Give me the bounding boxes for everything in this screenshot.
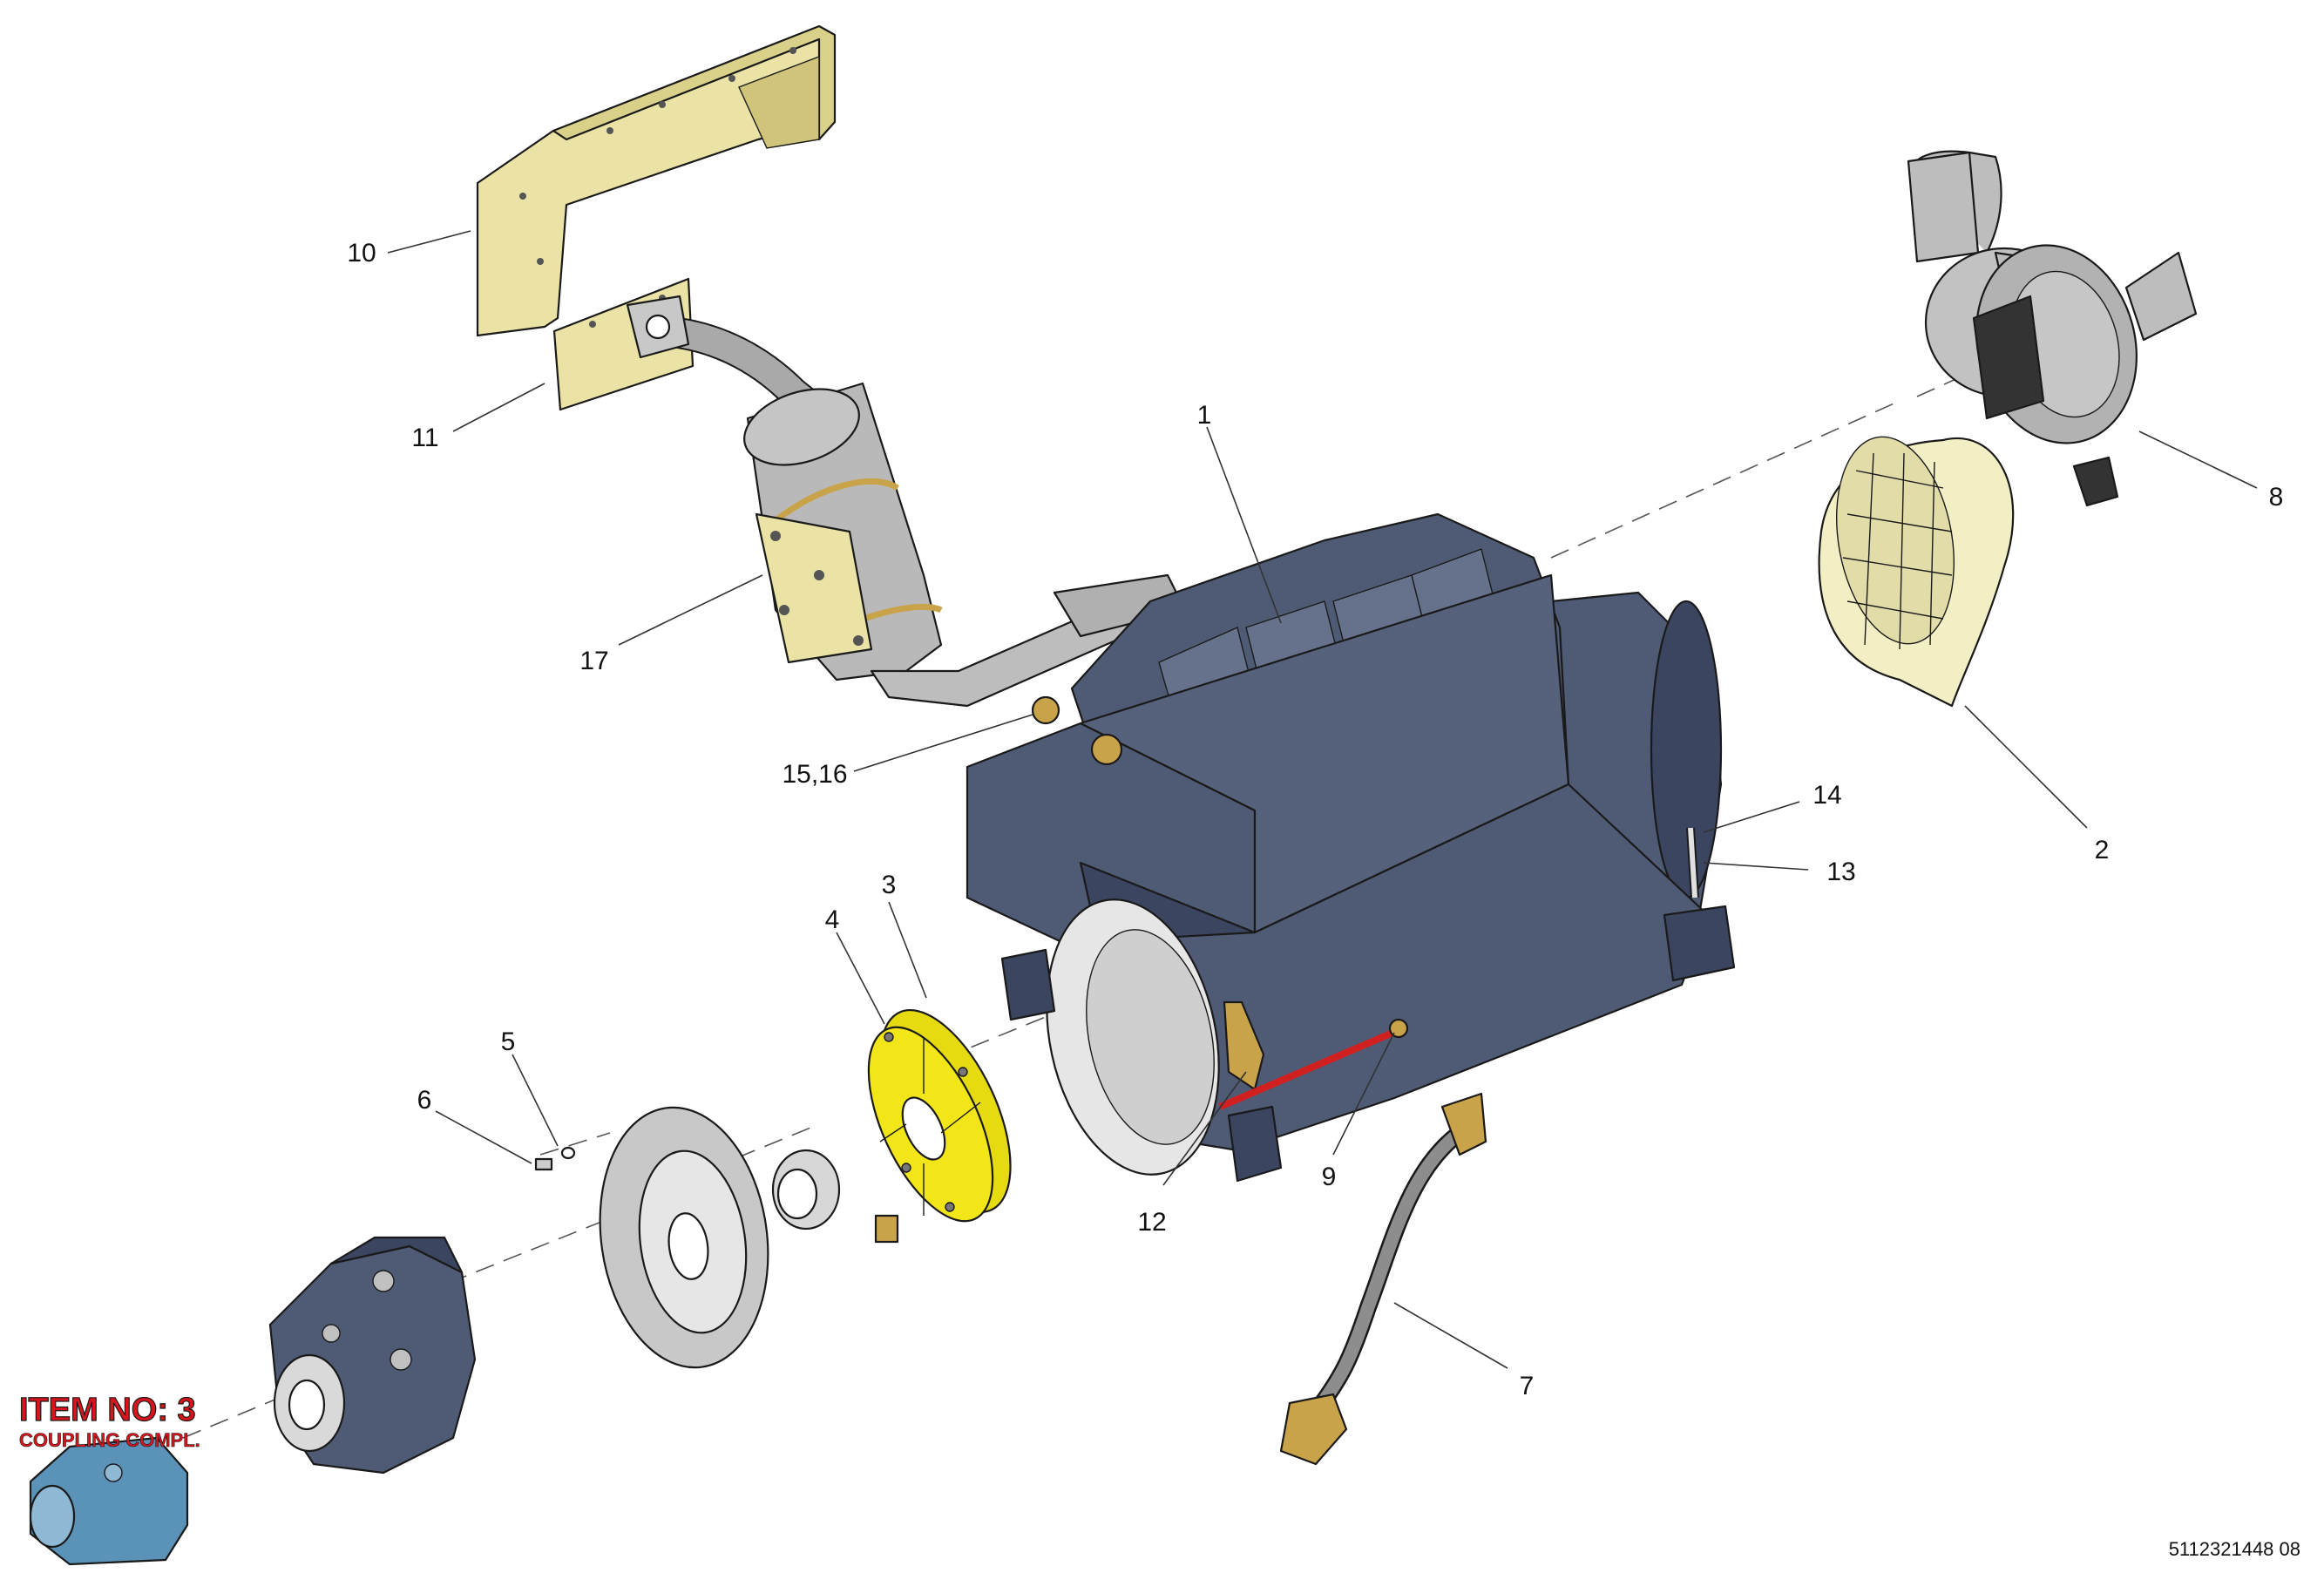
callout-4: 4 bbox=[825, 905, 840, 934]
callout-8: 8 bbox=[2269, 483, 2284, 512]
callout-5: 5 bbox=[501, 1027, 516, 1056]
callout-2: 2 bbox=[2095, 836, 2110, 864]
callout-13: 13 bbox=[1826, 858, 1855, 886]
callout-12: 12 bbox=[1137, 1208, 1166, 1237]
callout-10: 10 bbox=[347, 239, 376, 268]
drawing-number: 5112321448 08 bbox=[2169, 1538, 2300, 1560]
callout-7: 7 bbox=[1520, 1372, 1535, 1400]
engine-block[interactable] bbox=[966, 512, 1736, 1190]
item-badge-subtitle: COUPLING COMPL. bbox=[19, 1429, 200, 1451]
hose-line[interactable] bbox=[1279, 1092, 1487, 1466]
callout-3: 3 bbox=[882, 871, 897, 899]
callout-9: 9 bbox=[1322, 1163, 1337, 1191]
air-filter[interactable] bbox=[1907, 150, 2198, 507]
item-badge-title: ITEM NO: 3 bbox=[19, 1392, 196, 1428]
hub-gear[interactable] bbox=[771, 1149, 899, 1244]
bolt-and-washer[interactable] bbox=[534, 1146, 576, 1171]
callout-11: 11 bbox=[411, 424, 438, 452]
callout-15-16: 15,16 bbox=[782, 760, 847, 789]
coupling-compl[interactable] bbox=[843, 991, 1037, 1239]
exhaust-pipe-assembly[interactable] bbox=[626, 295, 1187, 708]
callout-1: 1 bbox=[1197, 401, 1212, 430]
coupling-badge-pump bbox=[29, 1436, 189, 1566]
hydraulic-pump[interactable] bbox=[268, 1236, 477, 1475]
callout-6: 6 bbox=[417, 1086, 432, 1115]
leader-lines bbox=[387, 230, 2258, 1369]
callout-17: 17 bbox=[579, 647, 608, 675]
heat-shield-upper-bracket[interactable] bbox=[476, 24, 837, 337]
fan-guard[interactable] bbox=[1818, 428, 2015, 708]
callout-labels: 1 2 3 4 5 6 7 8 9 10 11 12 13 14 15,16 1… bbox=[347, 239, 2283, 1400]
callout-14: 14 bbox=[1812, 781, 1841, 810]
item-badge: ITEM NO: 3 COUPLING COMPL. bbox=[18, 1391, 200, 1451]
flex-plate[interactable] bbox=[584, 1096, 784, 1379]
